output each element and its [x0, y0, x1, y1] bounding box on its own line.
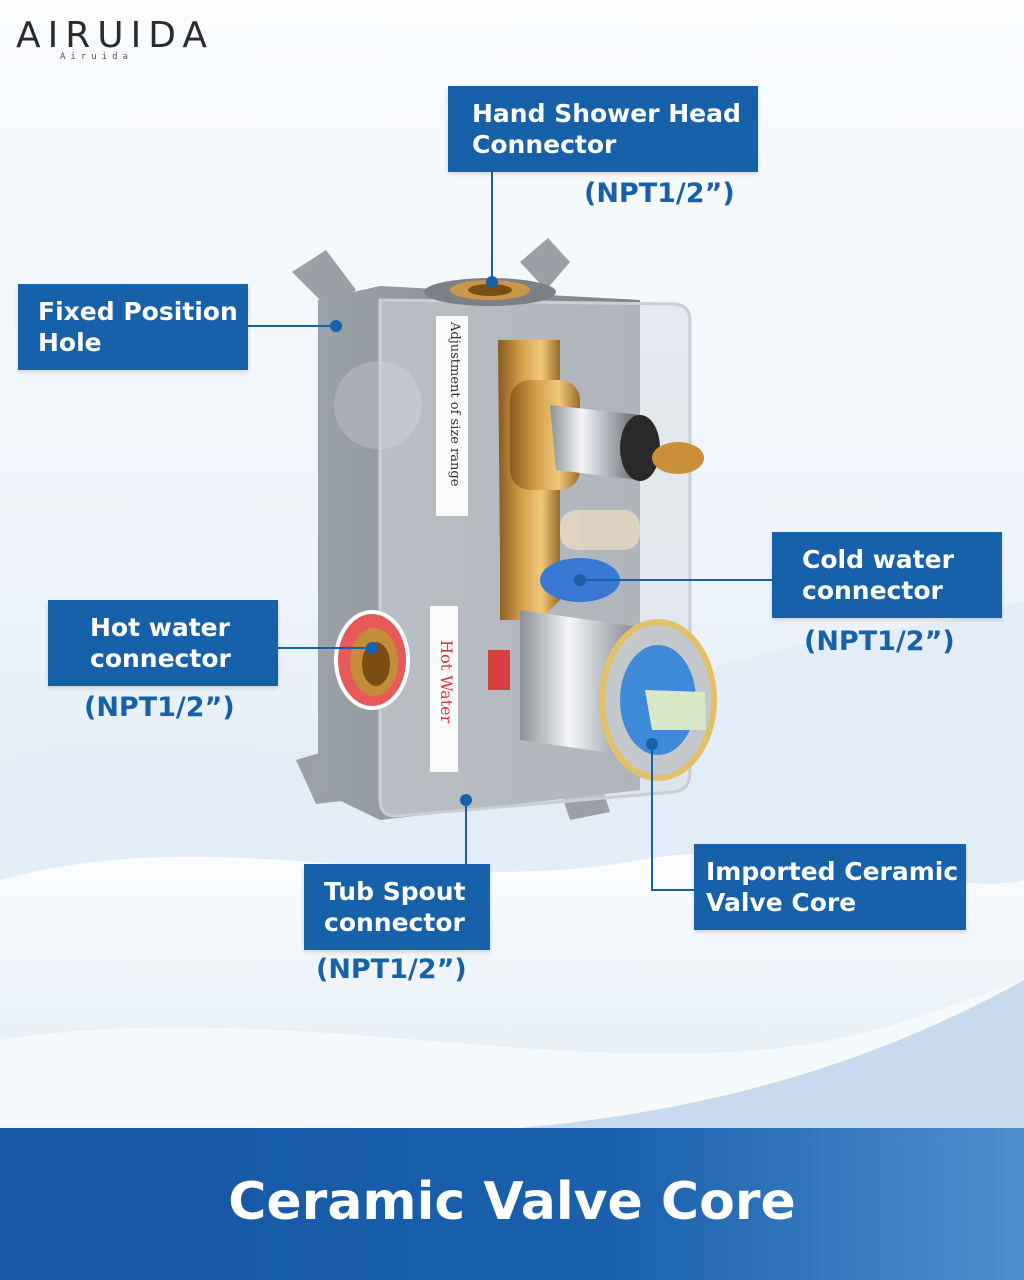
callout-hot-water-connector: Hot water connector	[48, 600, 278, 686]
callout-cold-water-line1: Cold water	[802, 545, 954, 574]
callout-hand-shower-connector: Hand Shower Head Connector	[448, 86, 758, 172]
hand-shower-spec: (NPT1/2”)	[584, 178, 735, 209]
callout-ceramic-core-line1: Imported Ceramic	[706, 857, 959, 886]
cold-water-spec: (NPT1/2”)	[804, 626, 955, 657]
banner-title: Ceramic Valve Core	[228, 1172, 796, 1232]
callout-ceramic-valve-core: Imported Ceramic Valve Core	[694, 844, 966, 930]
hot-water-spec: (NPT1/2”)	[84, 692, 235, 723]
callout-fixed-hole-line1: Fixed Position	[38, 297, 238, 326]
callout-hand-shower-line1: Hand Shower Head	[472, 99, 741, 128]
callout-hand-shower-line2: Connector	[472, 130, 617, 159]
callout-fixed-hole-line2: Hole	[38, 328, 102, 357]
callout-fixed-position-hole: Fixed Position Hole	[18, 284, 248, 370]
callout-ceramic-core-line2: Valve Core	[706, 888, 857, 917]
brand-logo: AIRUIDA Airuida	[16, 15, 214, 63]
bottom-banner	[0, 1128, 1024, 1280]
brand-subtitle: Airuida	[60, 52, 133, 62]
callout-tub-spout-line1: Tub Spout	[324, 877, 466, 906]
callout-hot-water-line2: connector	[90, 644, 231, 673]
brand-name: AIRUIDA	[16, 15, 214, 56]
callout-hot-water-line1: Hot water	[90, 613, 230, 642]
callout-tub-spout-connector: Tub Spout connector	[304, 864, 490, 950]
callout-cold-water-line2: connector	[802, 576, 943, 605]
callout-cold-water-connector: Cold water connector	[772, 532, 1002, 618]
tub-spout-spec: (NPT1/2”)	[316, 954, 467, 985]
callout-tub-spout-line2: connector	[324, 908, 465, 937]
